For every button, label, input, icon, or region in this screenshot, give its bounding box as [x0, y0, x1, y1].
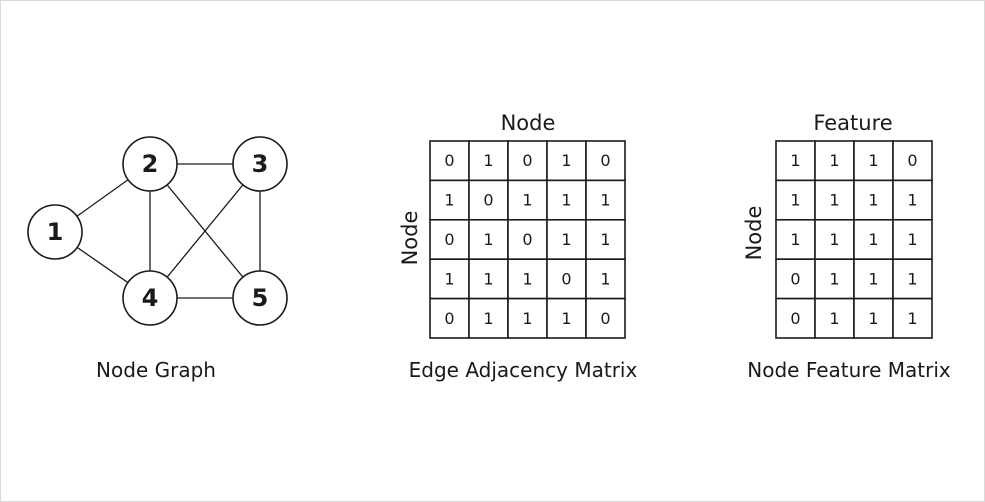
- feature-value-1-0: 1: [790, 191, 800, 210]
- adjacency-value-3-4: 1: [600, 269, 610, 288]
- adjacency-cell-2-3: [546, 219, 587, 261]
- node-circle-1: [27, 204, 83, 260]
- feature-value-2-1: 1: [829, 230, 839, 249]
- feature-value-1-3: 1: [907, 191, 917, 210]
- adjacency-cell-0-1: [468, 140, 509, 182]
- adjacency-cell-4-3: [546, 297, 587, 339]
- feature-value-0-2: 1: [868, 151, 878, 170]
- node-circle-5: [232, 270, 288, 326]
- adjacency-matrix-caption: Edge Adjacency Matrix: [409, 358, 638, 382]
- adjacency-cell-4-2: [507, 297, 548, 339]
- adjacency-value-3-2: 1: [522, 269, 532, 288]
- feature-column-title: Feature: [813, 111, 892, 135]
- adjacency-value-1-2: 1: [522, 191, 532, 210]
- adjacency-cell-0-2: [507, 140, 548, 182]
- node-graph-panel: 1 2 3 4 5 Node Graph: [27, 136, 288, 382]
- feature-value-4-0: 0: [790, 309, 800, 328]
- adjacency-value-0-1: 1: [483, 151, 493, 170]
- adjacency-cell-4-4: [585, 297, 626, 339]
- feature-cell-3-0: [775, 258, 816, 300]
- adjacency-cell-2-0: [429, 219, 470, 261]
- node-label-1: 1: [47, 218, 64, 246]
- node-circle-2: [122, 136, 178, 192]
- feature-value-1-1: 1: [829, 191, 839, 210]
- feature-value-4-3: 1: [907, 309, 917, 328]
- feature-matrix-caption: Node Feature Matrix: [747, 358, 951, 382]
- feature-cell-0-3: [892, 140, 933, 182]
- feature-cell-2-1: [814, 219, 855, 261]
- feature-value-0-0: 1: [790, 151, 800, 170]
- node-circle-3: [232, 136, 288, 192]
- feature-value-4-1: 1: [829, 309, 839, 328]
- adjacency-value-2-1: 1: [483, 230, 493, 249]
- graph-nodes: 1 2 3 4 5: [27, 136, 288, 326]
- feature-value-3-3: 1: [907, 269, 917, 288]
- adjacency-value-4-1: 1: [483, 309, 493, 328]
- adjacency-matrix-grid: 0 1 0 1 0 1 0 1 1 1 0 1 0 1 1 1 1 1 0 1 0 1 1 1 0: [429, 140, 626, 339]
- adjacency-cell-0-4: [585, 140, 626, 182]
- adjacency-value-0-3: 1: [561, 151, 571, 170]
- adjacency-value-0-2: 0: [522, 151, 532, 170]
- adjacency-value-4-3: 1: [561, 309, 571, 328]
- edge-3-4: [149, 163, 261, 299]
- adjacency-value-3-0: 1: [444, 269, 454, 288]
- node-label-4: 4: [142, 284, 159, 312]
- feature-cell-4-3: [892, 297, 933, 339]
- feature-value-3-2: 1: [868, 269, 878, 288]
- feature-row-title: Node: [742, 206, 766, 261]
- adjacency-value-2-4: 1: [600, 230, 610, 249]
- adjacency-cell-0-0: [429, 140, 470, 182]
- feature-value-2-0: 1: [790, 230, 800, 249]
- feature-matrix-panel: Feature Node 1 1 1 0 1 1 1 1 1 1 1 1 0 1 1 1 0 1 1 1 Node F…: [742, 111, 951, 382]
- adjacency-value-1-3: 1: [561, 191, 571, 210]
- node-circle-4: [122, 270, 178, 326]
- feature-value-3-0: 0: [790, 269, 800, 288]
- adjacency-value-2-3: 1: [561, 230, 571, 249]
- feature-value-0-3: 0: [907, 151, 917, 170]
- adjacency-value-4-0: 0: [444, 309, 454, 328]
- feature-cell-3-2: [853, 258, 894, 300]
- adjacency-value-1-1: 0: [483, 191, 493, 210]
- adjacency-cell-3-4: [585, 258, 626, 300]
- feature-matrix-grid: 1 1 1 0 1 1 1 1 1 1 1 1 0 1 1 1 0 1 1 1: [775, 140, 933, 339]
- adjacency-matrix-panel: Node Node 0 1 0 1 0 1 0 1 1 1 0 1 0 1 1 1 1 1 0 1 0 1 1 1 0 Edge…: [398, 111, 637, 382]
- feature-value-4-2: 1: [868, 309, 878, 328]
- feature-cell-4-0: [775, 297, 816, 339]
- adjacency-value-2-2: 0: [522, 230, 532, 249]
- feature-cell-4-1: [814, 297, 855, 339]
- adjacency-value-2-0: 0: [444, 230, 454, 249]
- adjacency-value-0-4: 0: [600, 151, 610, 170]
- feature-cell-4-2: [853, 297, 894, 339]
- adjacency-value-4-2: 1: [522, 309, 532, 328]
- feature-value-2-3: 1: [907, 230, 917, 249]
- adjacency-column-title: Node: [501, 111, 556, 135]
- feature-value-3-1: 1: [829, 269, 839, 288]
- node-label-5: 5: [252, 284, 269, 312]
- adjacency-cell-4-0: [429, 297, 470, 339]
- graph-node-4: 4: [122, 270, 178, 326]
- graph-node-5: 5: [232, 270, 288, 326]
- adjacency-value-3-1: 1: [483, 269, 493, 288]
- adjacency-value-3-3: 0: [561, 269, 571, 288]
- node-label-2: 2: [142, 150, 159, 178]
- node-graph-caption: Node Graph: [96, 358, 216, 382]
- adjacency-cell-4-1: [468, 297, 509, 339]
- graph-node-3: 3: [232, 136, 288, 192]
- adjacency-cell-3-0: [429, 258, 470, 300]
- graph-node-1: 1: [27, 204, 83, 260]
- node-label-3: 3: [252, 150, 269, 178]
- graph-node-2: 2: [122, 136, 178, 192]
- adjacency-row-title: Node: [398, 211, 422, 266]
- adjacency-value-1-0: 1: [444, 191, 454, 210]
- adjacency-value-4-4: 0: [600, 309, 610, 328]
- feature-value-1-2: 1: [868, 191, 878, 210]
- adjacency-cell-1-4: [585, 179, 626, 221]
- feature-cell-1-3: [892, 179, 933, 221]
- feature-value-2-2: 1: [868, 230, 878, 249]
- adjacency-value-0-0: 0: [444, 151, 454, 170]
- feature-value-0-1: 1: [829, 151, 839, 170]
- adjacency-value-1-4: 1: [600, 191, 610, 210]
- adjacency-cell-1-0: [429, 179, 470, 221]
